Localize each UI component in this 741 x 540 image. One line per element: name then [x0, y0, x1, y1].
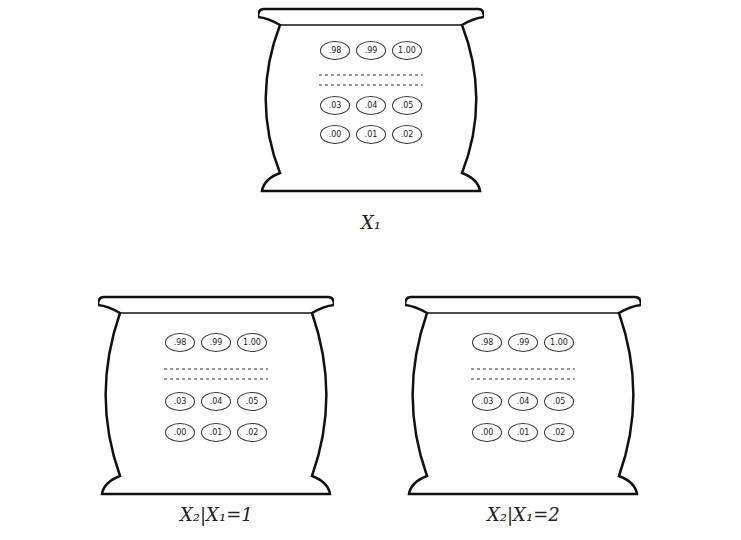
ball-circle: .05: [237, 392, 267, 411]
ball-value: 1.00: [398, 46, 416, 55]
ball-value: .00: [481, 428, 494, 437]
ball-value: .02: [246, 428, 259, 437]
ball-circle: .99: [201, 333, 231, 352]
ball-circle: .01: [508, 423, 538, 442]
ball-circle: .03: [165, 392, 195, 411]
ball-value: 1.00: [550, 338, 568, 347]
ball-circle: 1.00: [237, 333, 267, 352]
urn-shape: [405, 297, 641, 494]
ball-circle: .00: [320, 125, 350, 144]
ball-circle: .04: [508, 392, 538, 411]
ball-value: .01: [517, 428, 530, 437]
ball-value: .01: [365, 130, 378, 139]
urn-shape: [258, 9, 484, 191]
urn: X₁ .98 .99 1.00 .03 .04 .05 .00 .01 .02: [258, 5, 484, 242]
ball-value: .03: [481, 397, 494, 406]
ball-circle: .98: [472, 333, 502, 352]
dashed-separator: [164, 369, 268, 370]
ball-circle: .99: [356, 41, 386, 60]
ball-circle: .01: [201, 423, 231, 442]
urn-label: X₁: [361, 212, 381, 233]
urn-shape: [98, 297, 334, 494]
urn: X₂|X₁=1 .98 .99 1.00 .03 .04 .05 .00 .01 .02: [98, 293, 334, 534]
urn: X₂|X₁=2 .98 .99 1.00 .03 .04 .05 .00 .01 .02: [405, 293, 641, 534]
ball-circle: .03: [472, 392, 502, 411]
urn-label: X₂|X₁=2: [487, 504, 560, 525]
ball-value: 1.00: [243, 338, 261, 347]
ball-circle: 1.00: [544, 333, 574, 352]
ball-circle: 1.00: [392, 41, 422, 60]
dashed-separator: [471, 379, 575, 380]
ball-value: .04: [210, 397, 223, 406]
urn-label: X₂|X₁=1: [180, 504, 253, 525]
ball-circle: .03: [320, 96, 350, 115]
ball-value: .03: [174, 397, 187, 406]
ball-value: .05: [553, 397, 566, 406]
ball-value: .02: [553, 428, 566, 437]
urn-rim: [427, 312, 619, 314]
ball-circle: .05: [392, 96, 422, 115]
ball-value: .99: [210, 338, 223, 347]
ball-value: .98: [481, 338, 494, 347]
ball-circle: .99: [508, 333, 538, 352]
ball-value: .01: [210, 428, 223, 437]
dashed-separator: [471, 369, 575, 370]
urn-rim: [120, 312, 312, 314]
ball-value: .05: [246, 397, 259, 406]
ball-circle: .05: [544, 392, 574, 411]
urn-rim: [280, 24, 462, 26]
ball-circle: .04: [201, 392, 231, 411]
ball-value: .00: [329, 130, 342, 139]
ball-circle: .01: [356, 125, 386, 144]
ball-circle: .04: [356, 96, 386, 115]
dashed-separator: [319, 85, 423, 86]
ball-circle: .02: [237, 423, 267, 442]
ball-value: .99: [517, 338, 530, 347]
ball-value: .02: [401, 130, 414, 139]
ball-circle: .02: [392, 125, 422, 144]
ball-value: .98: [174, 338, 187, 347]
ball-circle: .98: [165, 333, 195, 352]
ball-value: .99: [365, 46, 378, 55]
ball-value: .04: [517, 397, 530, 406]
dashed-separator: [164, 379, 268, 380]
ball-value: .04: [365, 101, 378, 110]
ball-value: .03: [329, 101, 342, 110]
ball-value: .05: [401, 101, 414, 110]
ball-value: .00: [174, 428, 187, 437]
ball-value: .98: [329, 46, 342, 55]
ball-circle: .02: [544, 423, 574, 442]
dashed-separator: [319, 75, 423, 76]
ball-circle: .98: [320, 41, 350, 60]
ball-circle: .00: [165, 423, 195, 442]
ball-circle: .00: [472, 423, 502, 442]
